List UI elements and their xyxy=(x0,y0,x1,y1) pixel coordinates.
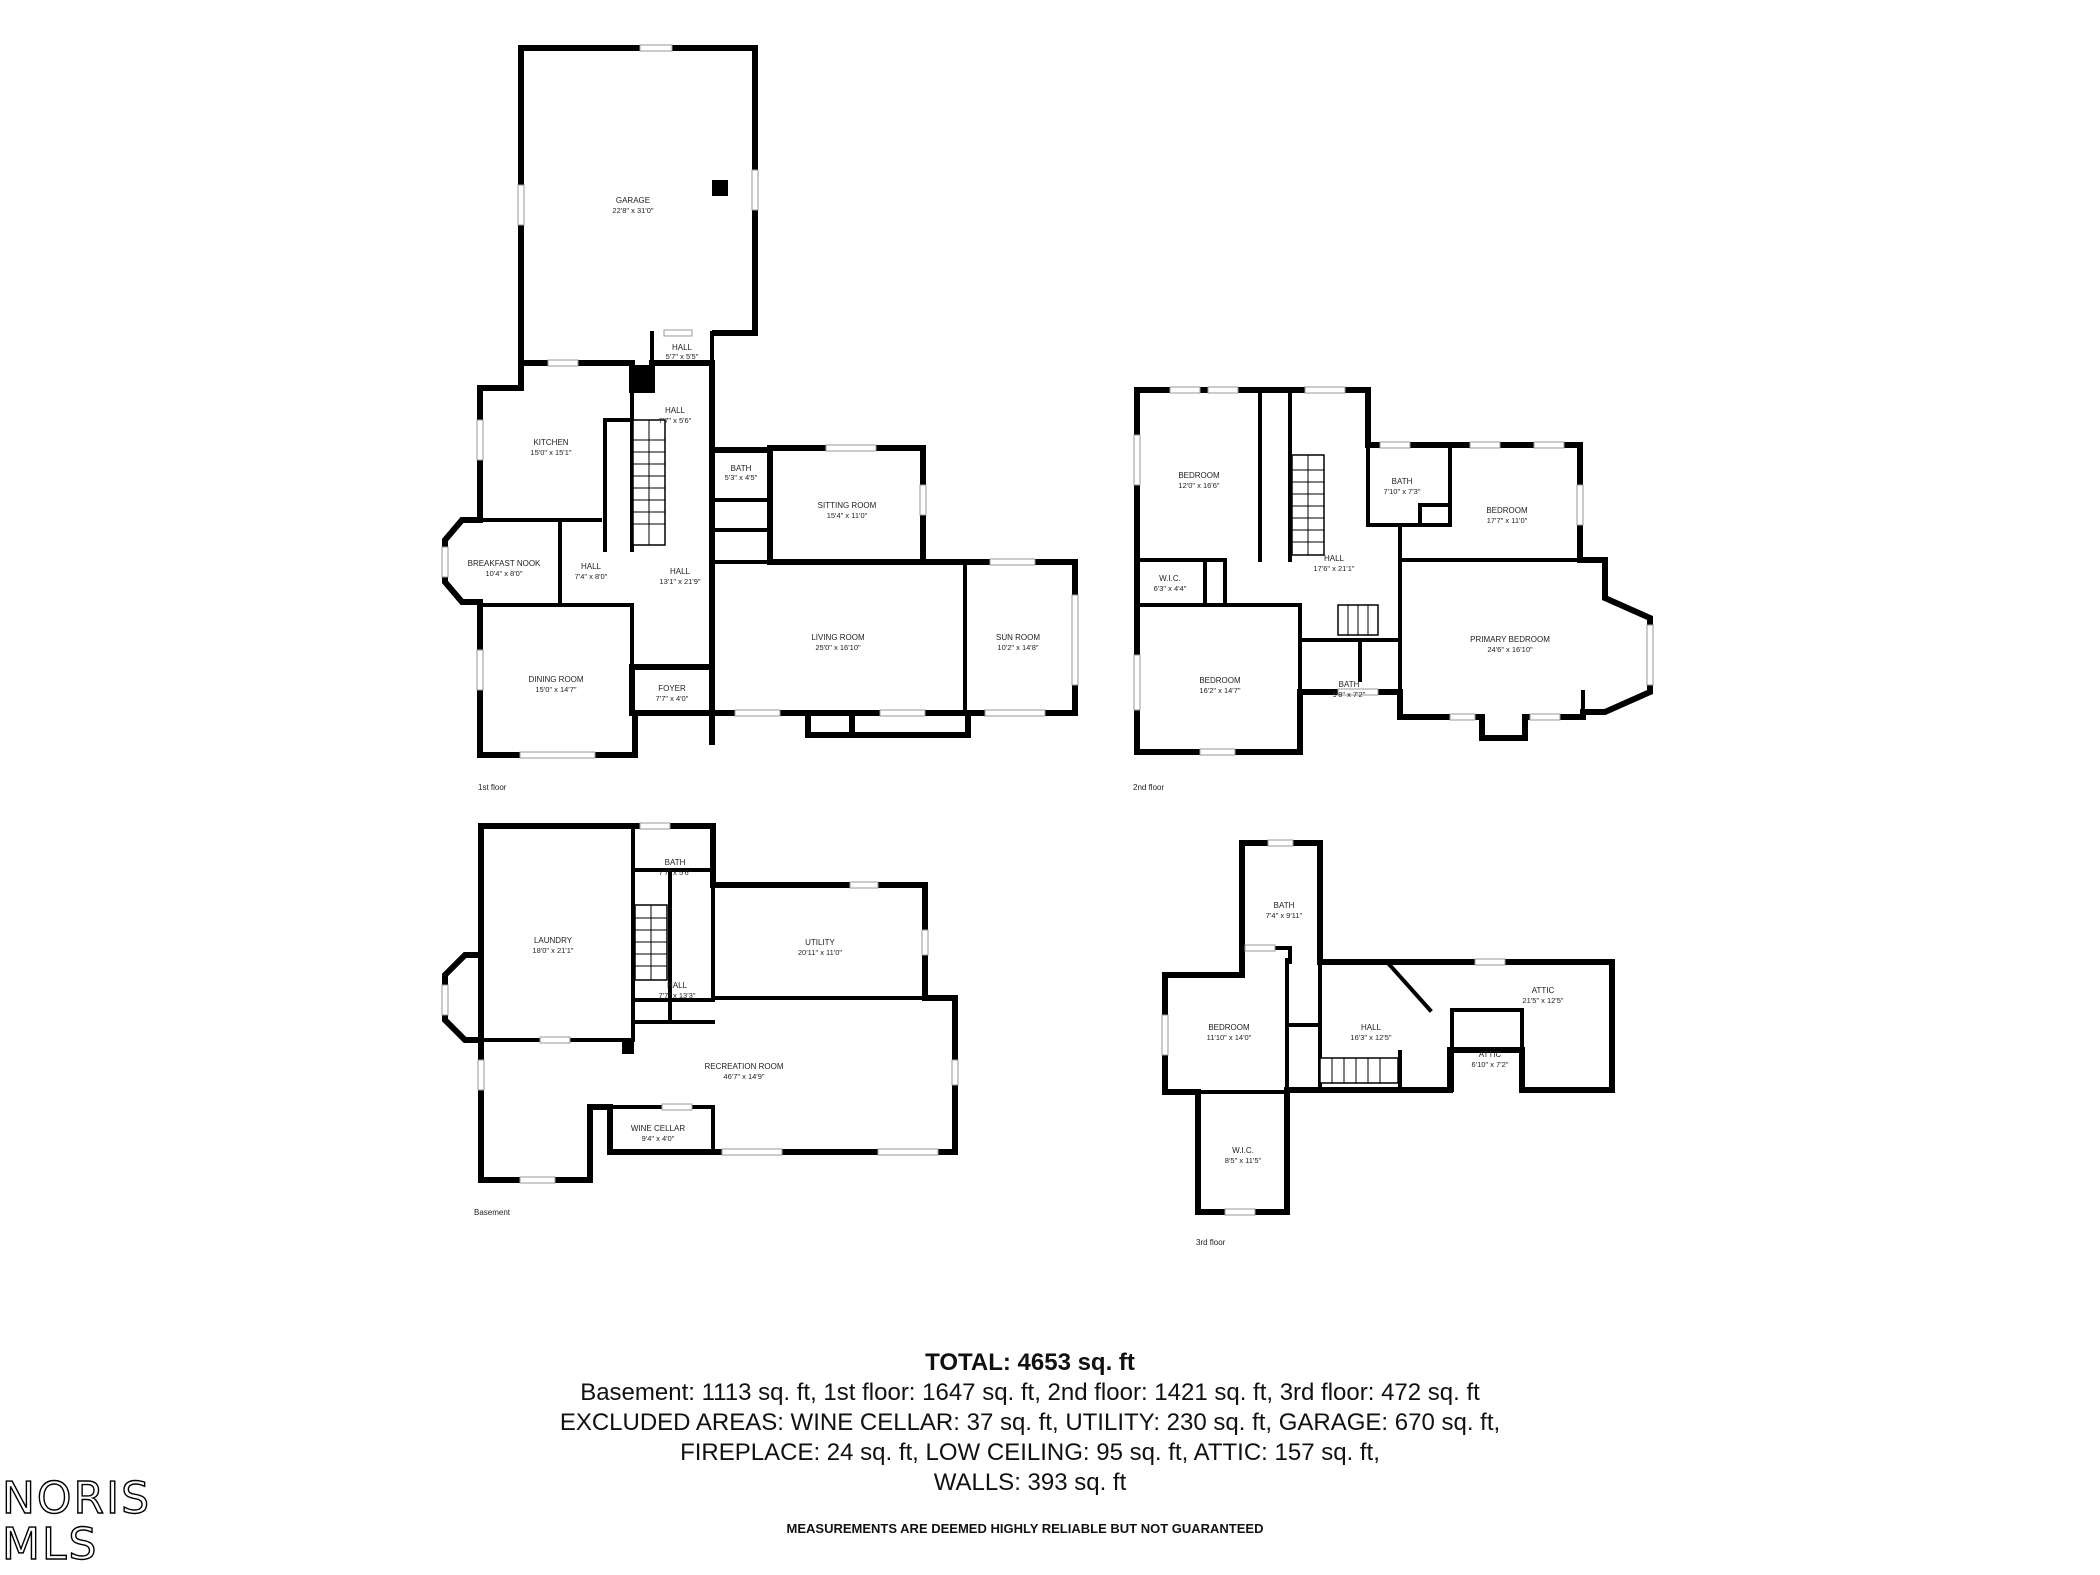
room-name: HALL xyxy=(670,567,691,576)
room-name: W.I.C. xyxy=(1232,1146,1254,1155)
room-labels-third: BATH 7'4" x 9'11" ATTIC 21'5" x 12'5" BE… xyxy=(1196,901,1564,1247)
watermark-text: NORIS MLS xyxy=(1,1473,152,1570)
room-name: BEDROOM xyxy=(1178,471,1220,480)
floor-label: 2nd floor xyxy=(1133,783,1164,792)
room-dim: 6'3" x 4'4" xyxy=(1154,584,1187,593)
room-dim: 15'0" x 15'1" xyxy=(530,448,571,457)
room-dim: 46'7" x 14'9" xyxy=(723,1072,764,1081)
room-name: HALL xyxy=(581,562,602,571)
room-name: HALL xyxy=(665,406,686,415)
room-name: ATTIC xyxy=(1532,986,1555,995)
room-name: HALL xyxy=(1361,1023,1382,1032)
room-name: BEDROOM xyxy=(1486,506,1528,515)
room-name: PRIMARY BEDROOM xyxy=(1470,635,1550,644)
room-dim: 24'6" x 16'10" xyxy=(1487,645,1533,654)
room-dim: 22'8" x 31'0" xyxy=(612,206,653,215)
room-dim: 9'8" x 7'2" xyxy=(1333,690,1366,699)
third-floor-plan xyxy=(1161,839,1615,1216)
stairs-icon xyxy=(632,419,666,546)
room-dim: 8'5" x 11'5" xyxy=(1225,1156,1262,1165)
floor-label: 1st floor xyxy=(478,783,507,792)
room-name: GARAGE xyxy=(616,196,650,205)
room-dim: 7'10" x 7'3" xyxy=(1384,487,1421,496)
room-dim: 25'0" x 16'10" xyxy=(815,643,861,652)
room-name: BATH xyxy=(665,858,686,867)
room-name: W.I.C. xyxy=(1159,574,1181,583)
room-name: BATH xyxy=(1392,477,1413,486)
room-name: LAUNDRY xyxy=(534,936,573,945)
first-floor-plan xyxy=(441,44,1079,759)
room-dim: 12'0" x 16'6" xyxy=(1178,481,1219,490)
room-dim: 7'4" x 9'11" xyxy=(1266,911,1303,920)
room-dim: 7'7" x 4'0" xyxy=(656,694,689,703)
room-name: BEDROOM xyxy=(1208,1023,1250,1032)
area-summary: TOTAL: 4653 sq. ft Basement: 1113 sq. ft… xyxy=(460,1348,1600,1498)
room-name: SITTING ROOM xyxy=(818,501,877,510)
chimney-icon xyxy=(629,365,654,391)
basement-plan xyxy=(441,822,959,1184)
mls-watermark-logo: NORIS MLS xyxy=(1,1475,242,1568)
room-dim: 7'7" x 5'6" xyxy=(659,868,692,877)
room-dim: 21'5" x 12'5" xyxy=(1522,996,1563,1005)
room-name: WINE CELLAR xyxy=(631,1124,685,1133)
room-name: BATH xyxy=(731,464,752,473)
excluded-areas-line-2: FIREPLACE: 24 sq. ft, LOW CEILING: 95 sq… xyxy=(680,1439,1380,1466)
room-name: BEDROOM xyxy=(1199,676,1241,685)
room-name: HALL xyxy=(667,981,688,990)
room-dim: 15'4" x 11'0" xyxy=(827,511,868,520)
room-dim: 17'7" x 11'0" xyxy=(1487,516,1528,525)
floor-label: 3rd floor xyxy=(1196,1238,1226,1247)
disclaimer: MEASUREMENTS ARE DEEMED HIGHLY RELIABLE … xyxy=(786,1521,1264,1536)
room-name: KITCHEN xyxy=(533,438,568,447)
room-name: BATH xyxy=(1274,901,1295,910)
stairs-icon xyxy=(1291,454,1379,636)
room-name: HALL xyxy=(672,343,693,352)
room-labels-second: BEDROOM 12'0" x 16'6" BATH 7'10" x 7'3" … xyxy=(1133,471,1550,792)
room-dim: 7'7" x 5'6" xyxy=(659,416,692,425)
room-dim: 10'4" x 8'0" xyxy=(486,569,523,578)
room-dim: 15'0" x 14'7" xyxy=(535,685,576,694)
room-labels-first: GARAGE 22'8" x 31'0" HALL 5'7" x 5'5" HA… xyxy=(468,196,1041,792)
room-dim: 18'0" x 21'1" xyxy=(532,946,573,955)
total-area: TOTAL: 4653 sq. ft xyxy=(925,1349,1135,1376)
room-name: ATTIC xyxy=(1479,1050,1502,1059)
room-name: HALL xyxy=(1324,554,1345,563)
room-dim: 16'2" x 14'7" xyxy=(1199,686,1240,695)
room-dim: 7'4" x 8'0" xyxy=(575,572,608,581)
room-name: UTILITY xyxy=(805,938,835,947)
room-dim: 6'10" x 7'2" xyxy=(1472,1060,1509,1069)
garage-post-icon xyxy=(712,180,728,196)
room-name: BREAKFAST NOOK xyxy=(468,559,541,568)
room-dim: 16'3" x 12'5" xyxy=(1350,1033,1391,1042)
room-dim: 9'4" x 4'0" xyxy=(642,1134,675,1143)
floor-areas-line: Basement: 1113 sq. ft, 1st floor: 1647 s… xyxy=(580,1379,1480,1406)
post-icon xyxy=(622,1040,634,1054)
room-name: RECREATION ROOM xyxy=(705,1062,784,1071)
room-name: LIVING ROOM xyxy=(811,633,865,642)
room-dim: 11'10" x 14'0" xyxy=(1207,1033,1252,1042)
stairs-icon xyxy=(1319,1057,1399,1084)
room-dim: 5'7" x 5'5" xyxy=(666,352,699,361)
room-name: BATH xyxy=(1339,680,1360,689)
room-labels-basement: BATH 7'7" x 5'6" LAUNDRY 18'0" x 21'1" U… xyxy=(474,858,842,1217)
room-dim: 10'2" x 14'8" xyxy=(997,643,1038,652)
room-dim: 5'3" x 4'5" xyxy=(725,473,758,482)
floor-label: Basement xyxy=(474,1208,511,1217)
room-dim: 7'7" x 13'3" xyxy=(659,991,696,1000)
room-dim: 20'11" x 11'0" xyxy=(798,948,843,957)
stairs-icon xyxy=(634,904,668,981)
room-name: DINING ROOM xyxy=(528,675,583,684)
room-name: SUN ROOM xyxy=(996,633,1040,642)
excluded-areas-line: EXCLUDED AREAS: WINE CELLAR: 37 sq. ft, … xyxy=(559,1409,1501,1436)
room-name: FOYER xyxy=(658,684,686,693)
room-dim: 13'1" x 21'9" xyxy=(659,577,700,586)
room-dim: 17'6" x 21'1" xyxy=(1313,564,1354,573)
second-floor-plan xyxy=(1133,386,1654,756)
walls-area-line: WALLS: 393 sq. ft xyxy=(933,1469,1127,1496)
